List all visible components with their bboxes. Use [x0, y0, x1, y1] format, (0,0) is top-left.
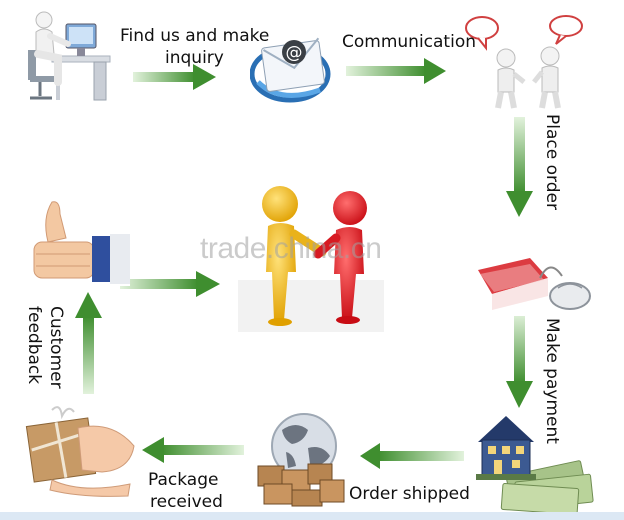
package-label-line1: Package [148, 470, 218, 490]
house-and-money-icon [472, 408, 596, 514]
thumbs-up-icon [26, 196, 130, 286]
bottom-bar [0, 512, 624, 520]
svg-text:@: @ [286, 43, 303, 63]
cart-and-mouse-icon [470, 218, 592, 316]
place-order-label: Place order [542, 114, 562, 210]
arrow-to-feedback [75, 292, 102, 394]
person-at-computer-icon [22, 10, 114, 104]
inquiry-label-line2: inquiry [165, 48, 224, 68]
arrow-to-communication [346, 58, 446, 84]
make-payment-label: Make payment [542, 318, 562, 444]
inquiry-label-line1: Find us and make [120, 26, 269, 46]
arrow-to-payment [506, 313, 533, 408]
globe-with-boxes-icon [252, 408, 348, 508]
feedback-label-line2: feedback [24, 306, 44, 384]
arrow-to-package [142, 437, 244, 463]
arrow-to-shipping [360, 443, 464, 469]
package-label-line2: received [150, 492, 223, 512]
order-shipped-label: Order shipped [349, 484, 470, 504]
people-chatting-icon [464, 12, 586, 110]
watermark-text: trade.china.cn [200, 232, 381, 266]
feedback-label-line1: Customer [46, 306, 66, 389]
arrow-to-order [506, 117, 533, 217]
communication-label: Communication [342, 32, 476, 52]
arrow-to-handshake [120, 271, 220, 297]
hands-holding-package-icon [22, 400, 142, 498]
